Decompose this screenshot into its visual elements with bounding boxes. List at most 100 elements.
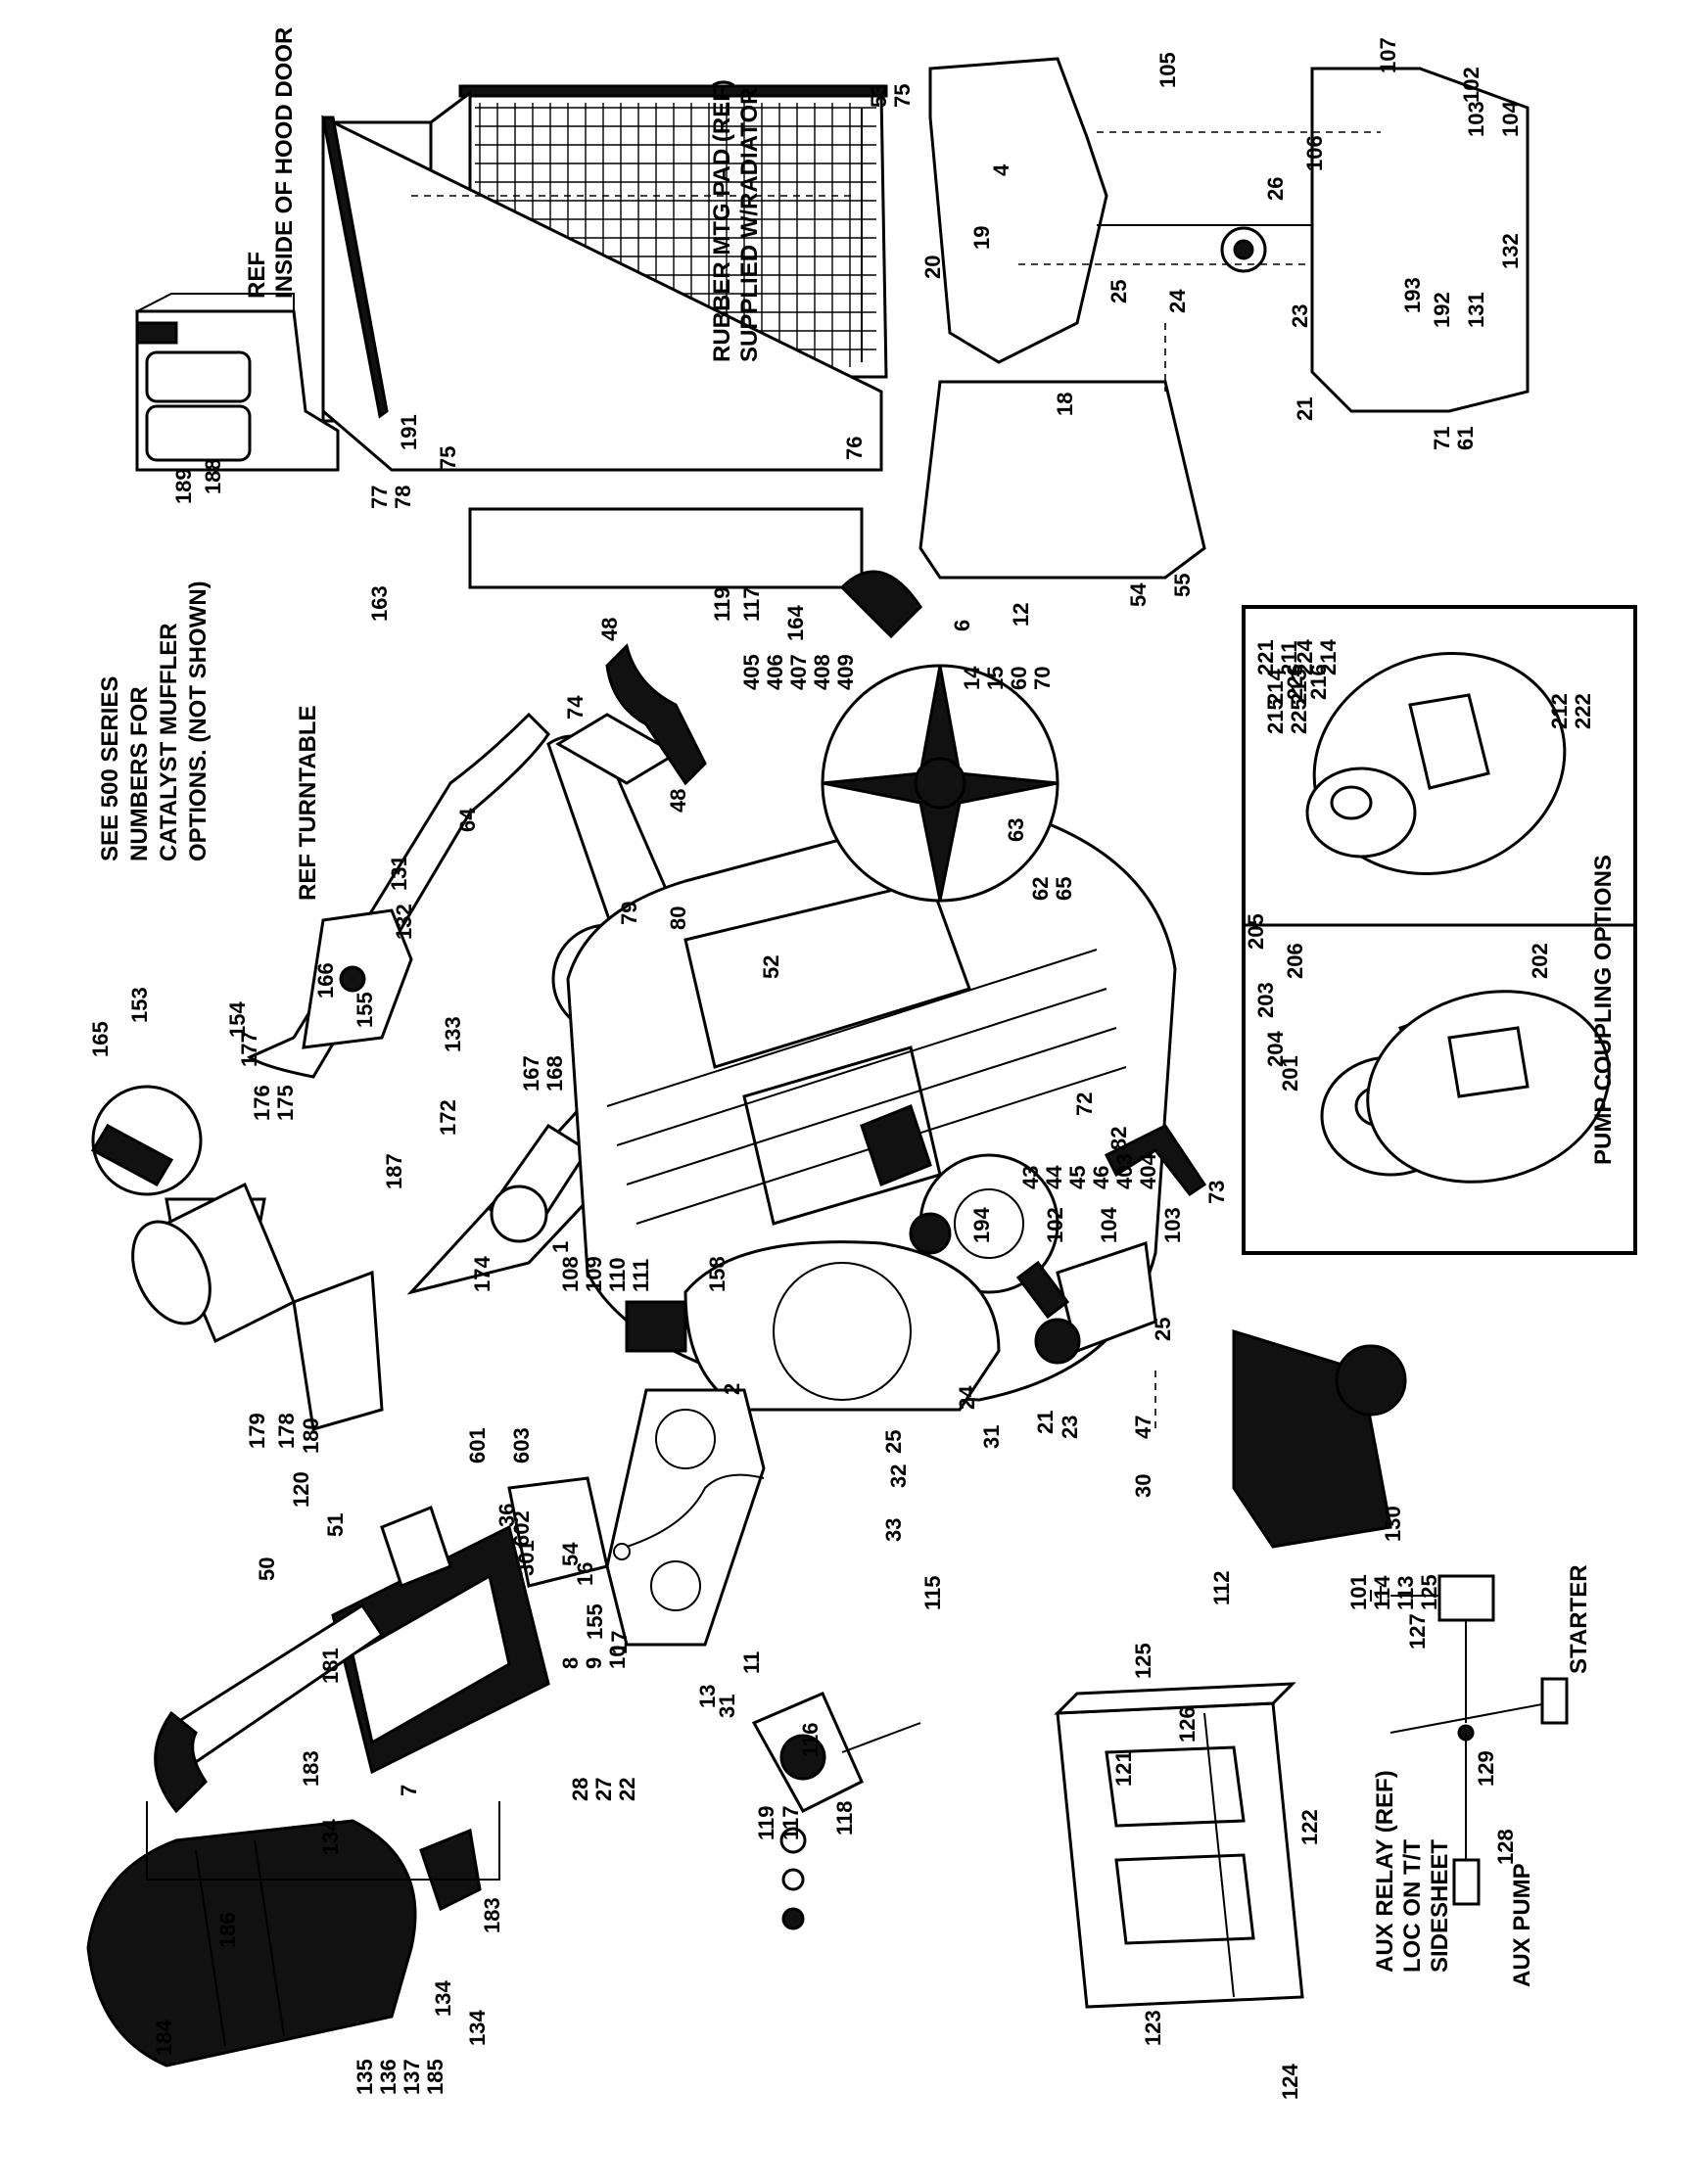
callout-c164: 164: [783, 605, 808, 641]
cooling-fan: [821, 570, 1059, 903]
callout-c106: 106: [1302, 135, 1327, 171]
callout-c71: 7161: [1430, 427, 1478, 450]
upper-hose: [605, 643, 707, 786]
callout-c603: 603: [509, 1427, 534, 1464]
callout-c31a: 31: [979, 1425, 1004, 1449]
callout-c8: 8910: [558, 1646, 630, 1669]
wiring-schematic: [1370, 1574, 1569, 1906]
callout-c24a: 24: [1165, 289, 1190, 313]
callout-c19: 19: [969, 226, 994, 250]
callout-c123: 123: [1141, 2010, 1165, 2046]
hood-door-panel: [135, 293, 340, 472]
callout-c194: 194: [969, 1207, 994, 1243]
callout-c119b: 119: [754, 1806, 778, 1841]
svg-text:SEE 500 SERIES: SEE 500 SERIES: [97, 676, 123, 861]
svg-text:SUPPLIED W/RADIATOR: SUPPLIED W/RADIATOR: [736, 88, 763, 362]
callout-c125a: 125: [1131, 1643, 1155, 1679]
hose-bracket: [146, 1801, 500, 1881]
callout-c82: 82: [1106, 1127, 1131, 1150]
callout-c134a: 134: [318, 1819, 343, 1855]
callout-c102a: 102: [1459, 67, 1483, 103]
air-cleaner-housing: [331, 1476, 609, 1775]
callout-c155b: 155: [583, 1603, 607, 1640]
callout-c166: 166: [313, 962, 338, 999]
callout-c77: 7778: [367, 486, 415, 509]
callout-c36: 36: [494, 1504, 519, 1527]
callout-c107: 107: [1376, 37, 1400, 73]
switch-hardware: [779, 1827, 807, 1930]
turntable-bracket: [302, 908, 413, 1049]
hydraulic-pump: [605, 1388, 766, 1647]
hood-door-note: REF INSIDE OF HOOD DOOR: [244, 27, 298, 299]
callout-c23b: 23: [1058, 1416, 1082, 1439]
callout-c126: 126: [1175, 1706, 1200, 1743]
svg-text:INSIDE OF HOOD DOOR: INSIDE OF HOOD DOOR: [271, 27, 298, 299]
callout-c135: 135136137185: [353, 2059, 447, 2095]
callout-c184: 184: [152, 2020, 176, 2056]
callout-c189: 189: [171, 468, 196, 504]
callout-c120: 120: [289, 1471, 313, 1508]
callout-c205: 205: [1244, 913, 1268, 950]
callout-c51: 51: [323, 1513, 348, 1537]
callout-c79: 79: [617, 902, 641, 925]
callout-c203: 203: [1253, 982, 1278, 1018]
callout-c193: 193: [1400, 277, 1425, 313]
callout-c172: 172: [436, 1099, 460, 1136]
callout-c188: 188: [201, 458, 225, 494]
callout-c11: 11: [739, 1651, 764, 1674]
flywheel-housing: [625, 1240, 1001, 1412]
callout-c117a: 117: [739, 587, 764, 623]
callout-c128: 128: [1493, 1829, 1518, 1865]
callout-c221: 221211: [1253, 639, 1301, 675]
callout-c116: 116: [798, 1723, 823, 1758]
callout-c179: 179: [245, 1413, 269, 1449]
catalyst-note: SEE 500 SERIES NUMBERS FOR CATALYST MUFF…: [97, 581, 212, 861]
alignment-lines: [1018, 131, 1381, 1429]
callout-c21a: 21: [1293, 397, 1317, 421]
callout-c33: 33: [881, 1518, 906, 1542]
callout-c130: 130: [1381, 1506, 1405, 1542]
callout-c131b: 131: [1464, 292, 1488, 328]
callout-c121: 121: [1111, 1750, 1136, 1787]
callout-c132b: 132: [1498, 233, 1523, 269]
callout-c191: 191: [397, 414, 421, 450]
radiator-brackets: [918, 57, 1530, 580]
callout-c122: 122: [1297, 1809, 1322, 1845]
svg-text:SIDESHEET: SIDESHEET: [1427, 1839, 1453, 1973]
callout-c21b: 21: [1033, 1411, 1058, 1434]
callout-c134b: 134: [465, 2010, 490, 2046]
callout-c206: 206: [1283, 943, 1307, 979]
callout-c108: 108109110111: [558, 1256, 653, 1292]
callout-c47: 47: [1131, 1416, 1155, 1439]
callout-c104a: 104: [1498, 101, 1523, 137]
callout-c12: 12: [1009, 603, 1033, 627]
callout-c75a: 75: [436, 446, 460, 470]
callout-c119a: 119: [710, 587, 734, 623]
callout-c30: 30: [1131, 1474, 1155, 1498]
callout-c181: 181: [318, 1648, 343, 1684]
callout-c24b: 24: [955, 1385, 979, 1410]
callout-c101: 101114113125: [1346, 1574, 1441, 1610]
callout-c25b: 25: [1151, 1318, 1175, 1341]
callout-c73: 73: [1204, 1181, 1229, 1204]
callout-c204: 204: [1263, 1031, 1288, 1067]
callout-c53: 5375: [867, 84, 915, 108]
callout-c405: 405406407408409: [739, 654, 858, 690]
callout-c186: 186: [215, 1912, 240, 1948]
callout-c183a: 183: [299, 1750, 323, 1787]
callout-c192: 192: [1430, 292, 1454, 328]
callout-c102b: 102: [1043, 1207, 1067, 1243]
callout-c16: 16: [573, 1562, 597, 1586]
callout-c187: 187: [382, 1153, 406, 1189]
callout-c31b: 31: [715, 1695, 739, 1718]
callout-c14: 14156070: [960, 666, 1055, 690]
aux-relay-note: AUX RELAY (REF) LOC ON T/T SIDESHEET: [1372, 1770, 1453, 1973]
callout-c602: 602: [509, 1510, 534, 1547]
callout-c17: 17: [607, 1631, 632, 1654]
callout-c43: 43444546403404: [1018, 1153, 1160, 1189]
callout-c127: 127: [1405, 1613, 1430, 1650]
svg-text:OPTIONS. (NOT SHOWN): OPTIONS. (NOT SHOWN): [185, 581, 212, 861]
callout-c54a: 54: [1126, 582, 1151, 607]
ref-turntable-note: REF TURNTABLE: [295, 705, 321, 901]
